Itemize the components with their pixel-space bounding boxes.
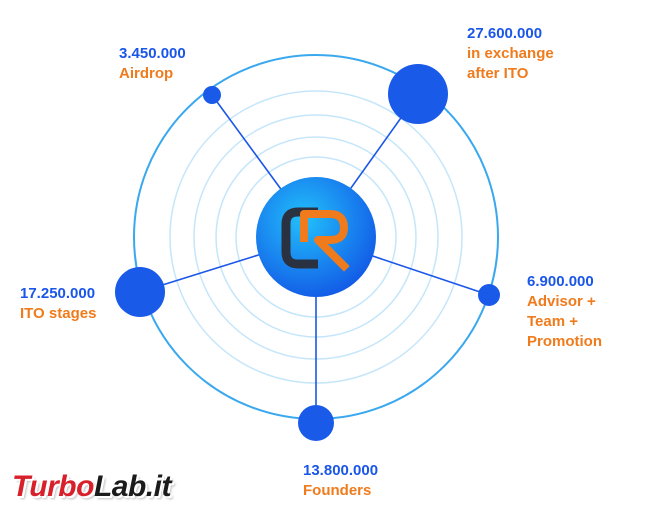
- node-advisor: [478, 284, 500, 306]
- node-ito: [115, 267, 165, 317]
- airdrop-value: 3.450.000: [119, 45, 186, 62]
- center-logo: CR: [0, 0, 350, 272]
- label-airdrop: 3.450.000 Airdrop: [119, 44, 186, 84]
- logo-text: CR: [0, 0, 2, 1]
- node-exchange: [388, 64, 448, 124]
- advisor-value: 6.900.000: [527, 273, 594, 290]
- founders-label: Founders: [303, 482, 372, 499]
- watermark-logo: TurboLab.it: [12, 470, 171, 504]
- advisor-label: Advisor + Team + Promotion: [527, 293, 602, 350]
- founders-value: 13.800.000: [303, 462, 379, 479]
- logo-c-shape: [281, 207, 318, 269]
- airdrop-label: Airdrop: [119, 65, 174, 82]
- label-exchange: 27.600.000 in exchange after ITO: [467, 24, 554, 84]
- exchange-label: in exchange after ITO: [467, 45, 554, 82]
- node-founders: [298, 405, 334, 441]
- logo-r-shape: [300, 210, 350, 272]
- label-ito: 17.250.000 ITO stages: [20, 284, 96, 324]
- ito-label: ITO stages: [20, 305, 97, 322]
- label-advisor: 6.900.000 Advisor + Team + Promotion: [527, 272, 602, 352]
- label-founders: 13.800.000 Founders: [303, 461, 378, 501]
- node-airdrop: [203, 86, 221, 104]
- watermark-part2: Lab.it: [93, 470, 172, 503]
- nodes: [115, 64, 500, 441]
- watermark-part1: Turbo: [12, 470, 94, 503]
- ito-value: 17.250.000: [20, 285, 96, 302]
- exchange-value: 27.600.000: [467, 25, 543, 42]
